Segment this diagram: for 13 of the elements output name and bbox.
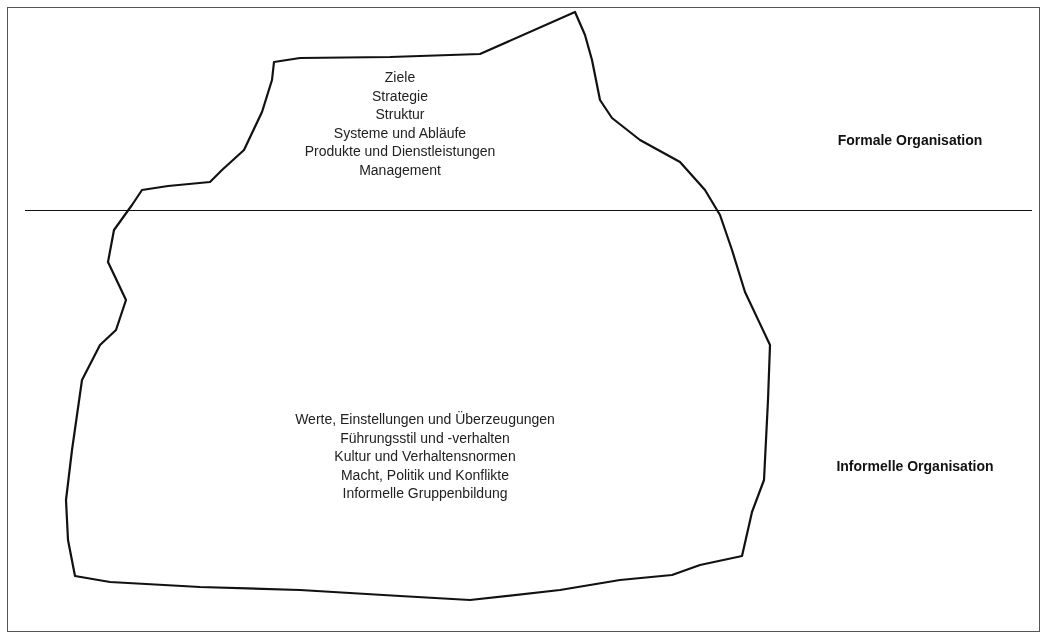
list-item: Macht, Politik und Konflikte [340, 465, 510, 484]
list-item: Produkte und Dienstleistungen [304, 142, 496, 160]
list-item: Strategie [372, 86, 428, 105]
list-item: Systeme und Abläufe [333, 123, 467, 142]
list-item: Informelle Gruppenbildung [342, 484, 508, 502]
section-label: Formale Organisation [836, 132, 984, 149]
list-item: Werte, Einstellungen und Überzeugungen [295, 410, 555, 428]
list-item: Ziele [384, 68, 416, 86]
section-label: Informelle Organisation [835, 458, 995, 475]
list-item: Kultur und Verhaltensnormen [334, 447, 516, 465]
list-item: Führungsstil und -verhalten [340, 428, 510, 447]
list-item: Management [359, 160, 441, 179]
list-item: Struktur [375, 105, 425, 123]
